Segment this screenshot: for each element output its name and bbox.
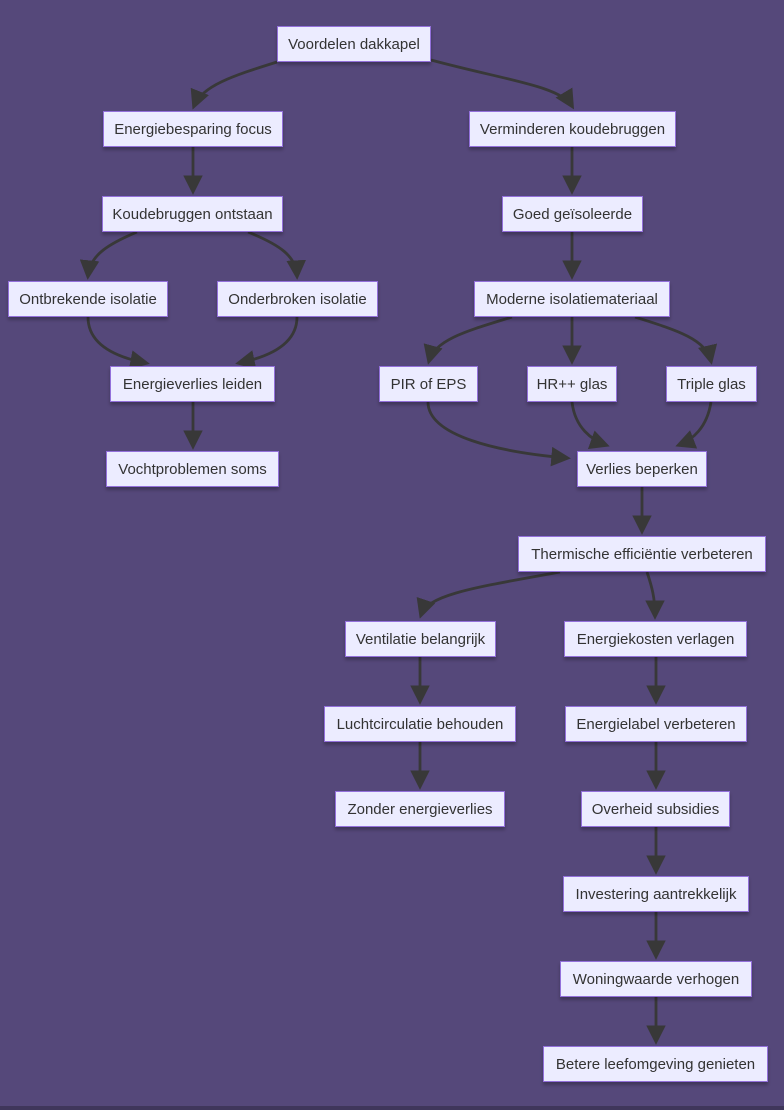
node-hr-plus-plus-glas: HR++ glas: [527, 366, 617, 402]
node-overheid-subsidies: Overheid subsidies: [581, 791, 730, 827]
edge-onderbroken-to-energieverlies: [235, 316, 299, 370]
node-voordelen-dakkapel: Voordelen dakkapel: [277, 26, 431, 62]
node-verlies-beperken: Verlies beperken: [577, 451, 707, 487]
node-energieverlies-leiden: Energieverlies leiden: [110, 366, 275, 402]
node-ventilatie-belangrijk: Ventilatie belangrijk: [345, 621, 496, 657]
node-ontbrekende-isolatie: Ontbrekende isolatie: [8, 281, 168, 317]
node-koudebruggen-ontstaan: Koudebruggen ontstaan: [102, 196, 283, 232]
edge-thermische-to-ventilatie: [416, 570, 561, 619]
edge-moderne-to-triple: [634, 315, 718, 365]
node-verminderen-koudebruggen: Verminderen koudebruggen: [469, 111, 676, 147]
edge-thermische-to-energiekosten: [645, 571, 665, 620]
node-energielabel-verbeteren: Energielabel verbeteren: [565, 706, 747, 742]
node-zonder-energieverlies: Zonder energieverlies: [335, 791, 505, 827]
edge-triple-to-verlies: [675, 401, 713, 449]
node-woningwaarde-verhogen: Woningwaarde verhogen: [560, 961, 752, 997]
node-betere-leefomgeving: Betere leefomgeving genieten: [543, 1046, 768, 1082]
edge-ontbrekende-to-energieverlies: [86, 316, 150, 370]
node-moderne-isolatiemateriaal: Moderne isolatiemateriaal: [474, 281, 670, 317]
node-pir-of-eps: PIR of EPS: [379, 366, 478, 402]
edge-hr-to-verlies: [570, 401, 610, 449]
edge-pir-to-verlies: [426, 401, 571, 467]
edge-voordelen-to-energiebesparing: [190, 60, 278, 110]
node-thermische-efficientie: Thermische efficiëntie verbeteren: [518, 536, 766, 572]
edge-koudebruggen-to-onderbroken: [247, 230, 306, 280]
node-vochtproblemen-soms: Vochtproblemen soms: [106, 451, 279, 487]
edge-voordelen-to-verminderen: [430, 58, 575, 110]
bottom-edge-strip: [0, 1106, 784, 1110]
node-goed-geisoleerde: Goed geïsoleerde: [502, 196, 643, 232]
node-triple-glas: Triple glas: [666, 366, 757, 402]
edge-koudebruggen-to-ontbrekende: [79, 230, 138, 280]
node-investering-aantrekkelijk: Investering aantrekkelijk: [563, 876, 749, 912]
node-luchtcirculatie-behouden: Luchtcirculatie behouden: [324, 706, 516, 742]
edge-moderne-to-pir: [423, 315, 513, 365]
node-onderbroken-isolatie: Onderbroken isolatie: [217, 281, 378, 317]
node-energiebesparing-focus: Energiebesparing focus: [103, 111, 283, 147]
node-energiekosten-verlagen: Energiekosten verlagen: [564, 621, 747, 657]
